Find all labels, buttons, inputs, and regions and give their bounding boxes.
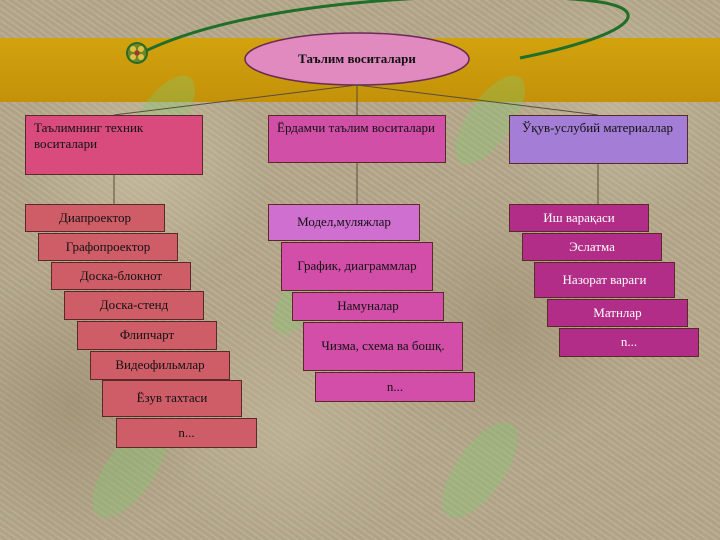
orbit-arc-icon (131, 0, 630, 60)
technical-item: n... (116, 418, 257, 448)
connectors (113, 84, 599, 204)
technical-item: Видеофильмлар (90, 351, 230, 380)
methodical-item: Назорат вараги (534, 262, 675, 298)
technical-item: Доска-блокнот (51, 262, 191, 290)
knot-icon (126, 42, 148, 64)
methodical-item: Эслатма (522, 233, 662, 261)
auxiliary-item: Намуналар (292, 292, 444, 321)
category-technical: Таълимнинг техник воситалари (25, 115, 203, 175)
auxiliary-item: Чизма, схема ва бошқ. (303, 322, 463, 371)
technical-item: Диапроектор (25, 204, 165, 232)
category-methodical: Ўқув-услубий материаллар (509, 115, 688, 164)
auxiliary-item: График, диаграммлар (281, 242, 433, 291)
methodical-item: Матнлар (547, 299, 688, 327)
technical-item: Доска-стенд (64, 291, 204, 320)
methodical-item: n... (559, 328, 699, 357)
auxiliary-item: Модел,муляжлар (268, 204, 420, 241)
technical-item: Графопроектор (38, 233, 178, 261)
technical-item: Ёзув тахтаси (102, 380, 242, 417)
methodical-item: Иш варақаси (509, 204, 649, 232)
technical-item: Флипчарт (77, 321, 217, 350)
category-auxiliary: Ёрдамчи таълим воситалари (268, 115, 446, 163)
auxiliary-item: n... (315, 372, 475, 402)
root-title: Таълим воситалари (298, 51, 416, 66)
